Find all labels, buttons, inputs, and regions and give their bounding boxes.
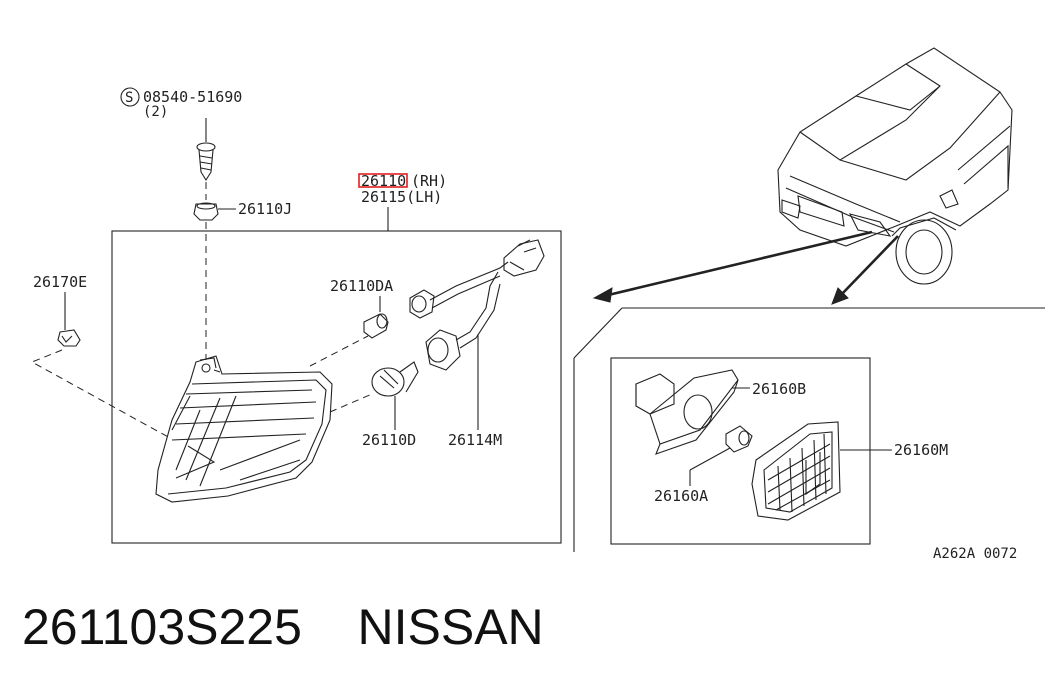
label-clip-e: 26170E: [33, 273, 87, 291]
side-lamp-icon: [751, 421, 841, 521]
label-side-lamp: 26160M: [894, 441, 948, 459]
label-part-rh-side: (RH): [411, 172, 447, 190]
round-bulb-icon: [371, 361, 419, 397]
highlight-box: [358, 173, 408, 188]
vehicle-icon: [777, 47, 1013, 285]
label-screw-qty: (2): [143, 104, 168, 120]
label-screw: 08540-51690: [143, 88, 242, 106]
socket-harness-icon: [409, 239, 545, 371]
screw-symbol: S: [125, 90, 133, 106]
label-side-bulb: 26160A: [654, 487, 708, 505]
label-part-rh: 26110: [361, 172, 406, 190]
side-marker-frame: [610, 357, 871, 545]
wedge-bulb-icon: [363, 313, 389, 339]
side-holder-icon: [635, 369, 739, 455]
clip-icon: [57, 329, 81, 347]
caption-brand: NISSAN: [357, 599, 544, 655]
caption-spacer: [302, 599, 358, 655]
label-ref-code: A262A 0072: [933, 546, 1017, 562]
screw-icon: S: [120, 87, 216, 182]
nut-icon: [193, 202, 219, 221]
label-bulb-d: 26110D: [362, 431, 416, 449]
label-part-lh: 26115(LH): [361, 188, 442, 206]
caption-part-number: 261103S225: [22, 599, 302, 655]
label-socket-harness: 26114M: [448, 431, 502, 449]
label-nut-j: 26110J: [238, 200, 292, 218]
main-assembly-frame: [111, 230, 562, 544]
corner-lamp-icon: [155, 355, 333, 503]
side-bulb-icon: [725, 425, 753, 453]
label-bulb-da: 26110DA: [330, 277, 393, 295]
label-side-holder: 26160B: [752, 380, 806, 398]
part-caption: 261103S225 NISSAN: [22, 598, 544, 656]
